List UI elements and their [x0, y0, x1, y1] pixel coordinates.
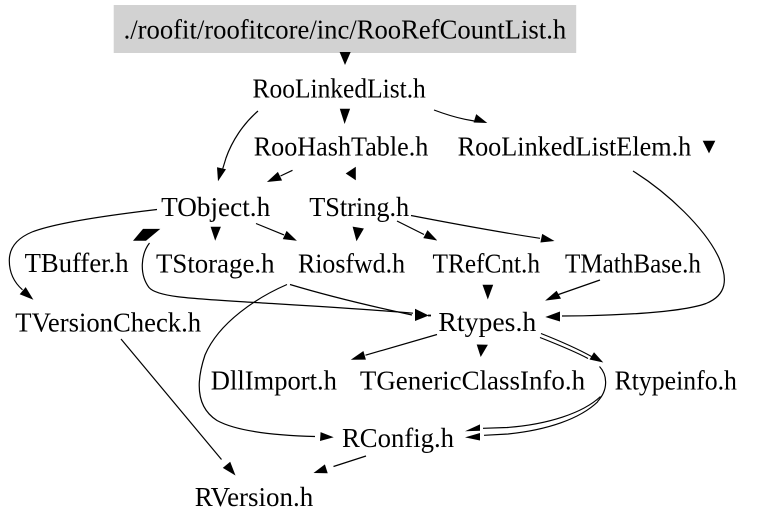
svg-text:Rtypeinfo.h: Rtypeinfo.h — [615, 366, 738, 396]
svg-text:TStorage.h: TStorage.h — [156, 248, 275, 278]
svg-text:./roofit/roofitcore/inc/RooRef: ./roofit/roofitcore/inc/RooRefCountList.… — [124, 15, 567, 45]
svg-text:TBuffer.h: TBuffer.h — [25, 248, 129, 278]
svg-text:TObject.h: TObject.h — [161, 192, 271, 222]
svg-text:DllImport.h: DllImport.h — [211, 366, 338, 396]
svg-text:RooLinkedList.h: RooLinkedList.h — [253, 74, 427, 104]
svg-text:TRefCnt.h: TRefCnt.h — [433, 248, 541, 278]
svg-text:Riosfwd.h: Riosfwd.h — [298, 248, 405, 278]
svg-text:TVersionCheck.h: TVersionCheck.h — [15, 307, 201, 337]
svg-text:RooLinkedListElem.h: RooLinkedListElem.h — [458, 131, 692, 161]
svg-text:TGenericClassInfo.h: TGenericClassInfo.h — [360, 366, 586, 396]
svg-text:RConfig.h: RConfig.h — [342, 423, 454, 453]
svg-text:RooHashTable.h: RooHashTable.h — [254, 131, 429, 161]
svg-text:RVersion.h: RVersion.h — [195, 482, 314, 512]
svg-text:TString.h: TString.h — [309, 192, 409, 222]
svg-text:TMathBase.h: TMathBase.h — [565, 248, 701, 278]
svg-text:Rtypes.h: Rtypes.h — [438, 307, 536, 337]
